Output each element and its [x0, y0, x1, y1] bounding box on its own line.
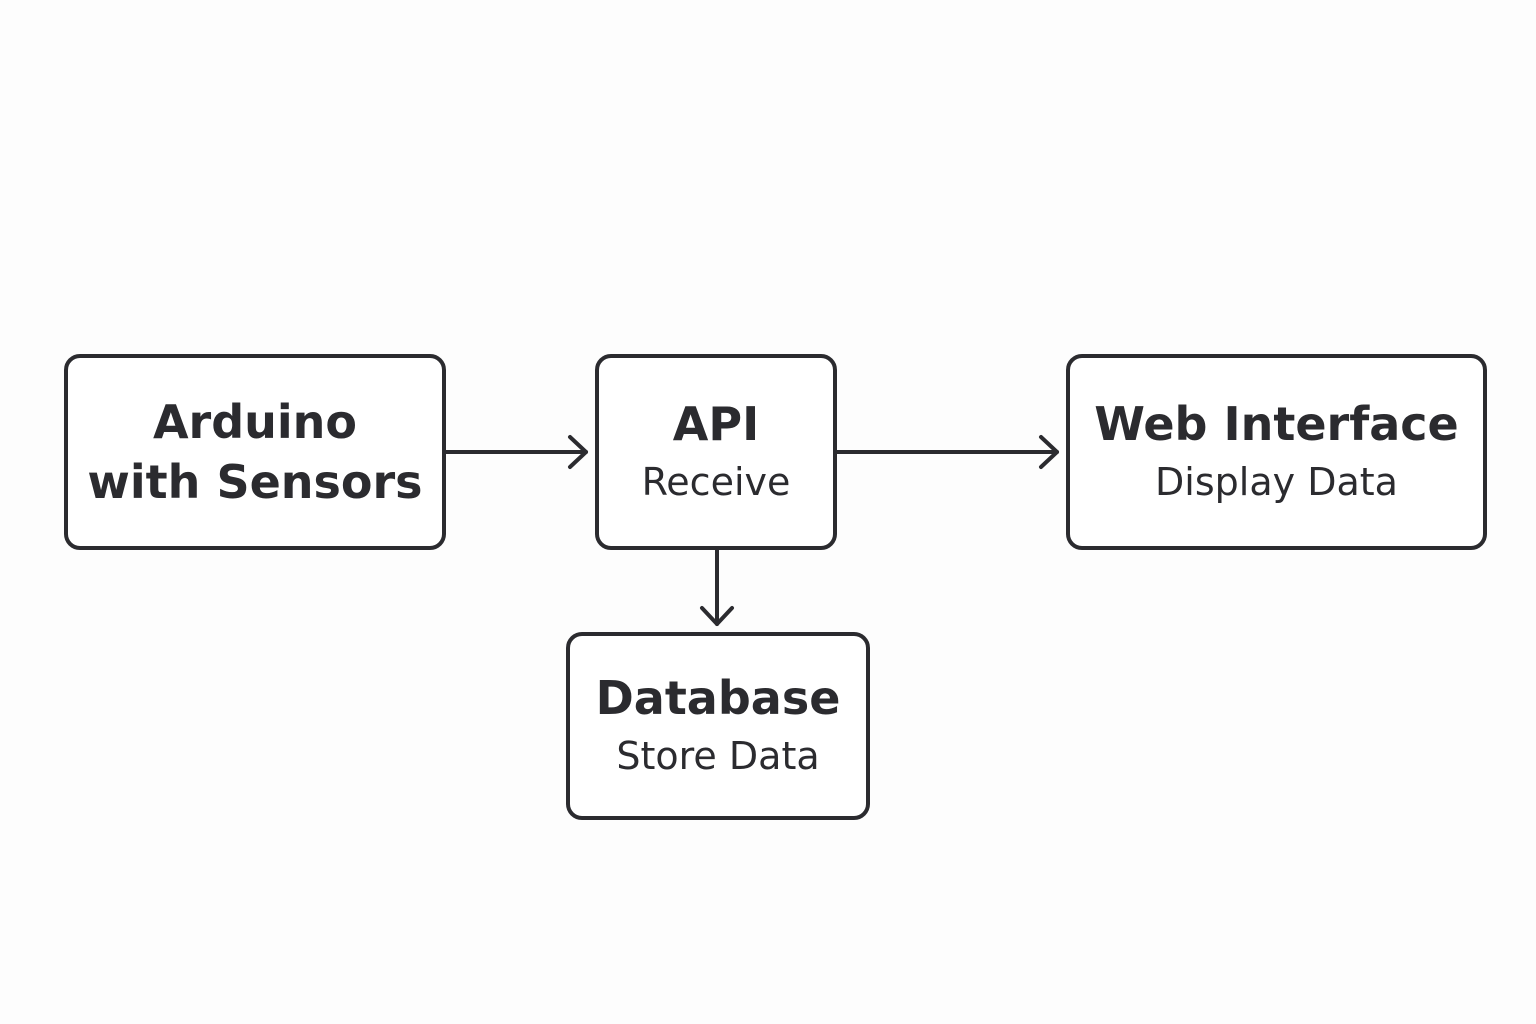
edge-arduino-to-api — [444, 435, 588, 469]
edge-api-to-web — [835, 435, 1059, 469]
node-api: API Receive — [595, 354, 837, 550]
arrowhead-right-icon — [1039, 435, 1059, 469]
node-web-interface: Web Interface Display Data — [1066, 354, 1487, 550]
arrowhead-right-icon — [568, 435, 588, 469]
node-arduino: Arduino with Sensors — [64, 354, 446, 550]
edge-api-to-database — [700, 548, 734, 626]
node-subtitle: Receive — [641, 460, 791, 504]
node-title: Arduino — [152, 395, 358, 449]
node-subtitle: Store Data — [616, 734, 820, 778]
node-title: Database — [595, 671, 841, 725]
node-title: Web Interface — [1094, 397, 1459, 451]
node-title: with Sensors — [87, 455, 423, 509]
node-subtitle: Display Data — [1155, 460, 1398, 504]
arrowhead-down-icon — [700, 606, 734, 626]
node-title: API — [672, 397, 760, 451]
node-database: Database Store Data — [566, 632, 870, 820]
